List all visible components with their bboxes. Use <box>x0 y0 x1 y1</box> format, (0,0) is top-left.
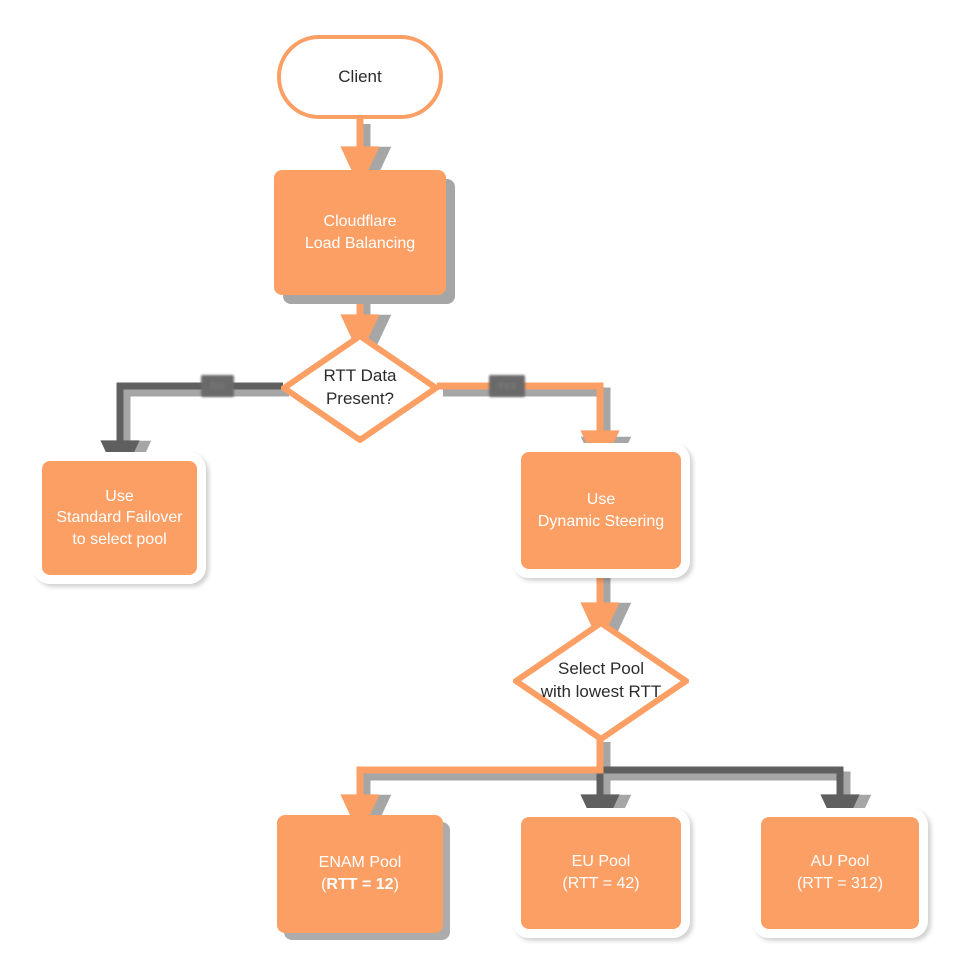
node-enam-rtt-value: RTT = 12 <box>326 876 394 893</box>
node-au-pool-line2: (RTT = 312) <box>796 875 884 892</box>
node-client-label: Client <box>338 66 382 86</box>
node-load-balancing[interactable]: Cloudflare Load Balancing <box>274 170 446 295</box>
edge-label-yes: Yes <box>489 375 525 397</box>
edge-label-no: No <box>201 375 234 397</box>
edge-highlight-layer <box>340 118 620 837</box>
decision-diamond-shape-2 <box>513 620 689 742</box>
node-au-pool-line1: AU Pool <box>810 853 870 871</box>
node-standard-failover-line1: Use <box>105 487 134 505</box>
node-eu-pool-line1: EU Pool <box>571 853 631 871</box>
edge-shadow-layer <box>100 124 872 849</box>
node-rtt-data-present[interactable]: RTT Data Present? <box>281 333 439 443</box>
node-client[interactable]: Client <box>277 35 443 119</box>
node-dynamic-steering[interactable]: Use Dynamic Steering <box>521 452 681 569</box>
decision-diamond-shape <box>281 333 439 443</box>
node-dynamic-steering-line1: Use <box>586 490 616 508</box>
node-enam-pool[interactable]: ENAM Pool (RTT = 12) <box>277 815 443 933</box>
node-select-pool[interactable]: Select Pool with lowest RTT <box>513 620 689 742</box>
node-dynamic-steering-line2: Dynamic Steering <box>537 512 665 530</box>
node-eu-pool-line2: (RTT = 42) <box>562 875 640 892</box>
node-load-balancing-line2: Load Balancing <box>304 234 416 252</box>
node-standard-failover[interactable]: Use Standard Failover to select pool <box>42 461 197 575</box>
node-enam-rtt-prefix: ( <box>321 876 327 893</box>
edge-default-layer <box>100 382 860 837</box>
node-au-pool[interactable]: AU Pool (RTT = 312) <box>761 817 919 929</box>
edge-select-to-enam-pool <box>340 736 604 837</box>
node-standard-failover-line2: Standard Failover <box>56 509 183 527</box>
edge-rtt-to-standard-failover <box>100 382 283 483</box>
node-standard-failover-line3: to select pool <box>72 530 167 548</box>
node-enam-pool-rtt: (RTT = 12) <box>321 874 399 896</box>
node-enam-pool-line1: ENAM Pool <box>318 854 402 872</box>
node-enam-rtt-suffix: ) <box>393 876 399 893</box>
node-eu-pool[interactable]: EU Pool (RTT = 42) <box>521 817 681 929</box>
node-load-balancing-line1: Cloudflare <box>323 212 397 230</box>
